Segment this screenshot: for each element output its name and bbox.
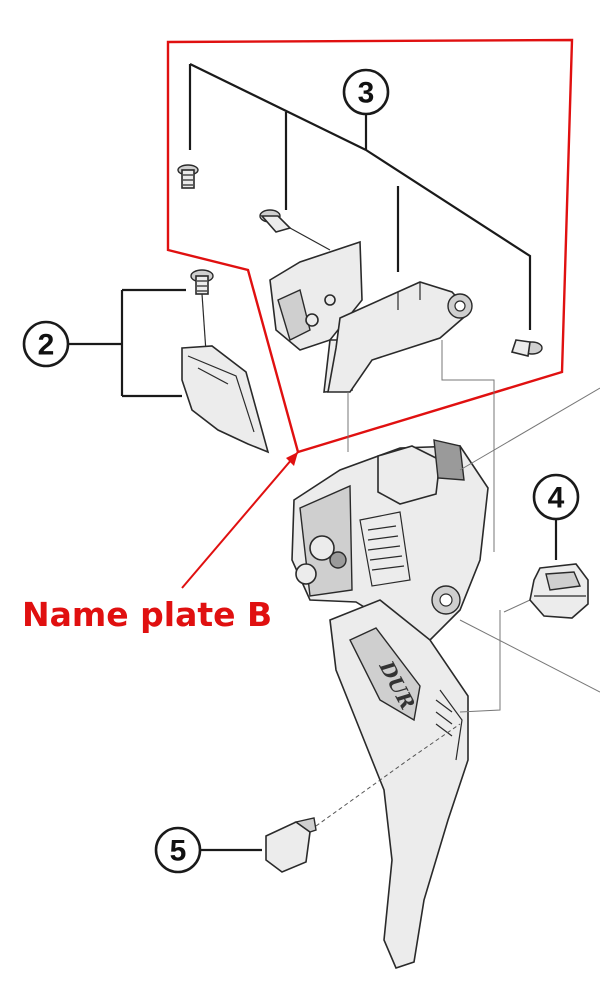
callout-2: 2 bbox=[22, 320, 70, 368]
name-plate-pointer-arrowhead bbox=[286, 452, 298, 466]
screw-top-left bbox=[177, 164, 199, 189]
shift-lever-body bbox=[291, 439, 489, 641]
callout-2-leader bbox=[68, 288, 186, 398]
callout-3: 3 bbox=[342, 68, 390, 116]
svg-text:5: 5 bbox=[170, 835, 187, 868]
callout-4: 4 bbox=[532, 473, 580, 521]
svg-text:2: 2 bbox=[38, 329, 55, 362]
svg-text:4: 4 bbox=[548, 482, 565, 515]
name-plate-b-label: Name plate B bbox=[22, 595, 272, 634]
cable-cover-part bbox=[529, 563, 589, 619]
brake-lever-blade: DUR bbox=[329, 599, 469, 969]
name-plate-screw bbox=[190, 269, 214, 353]
assembly-guide-lines bbox=[315, 340, 600, 827]
name-plate-pointer-line bbox=[181, 451, 299, 589]
name-plate-a bbox=[181, 345, 270, 454]
screw-right bbox=[510, 339, 543, 357]
reach-adjust-part bbox=[265, 817, 317, 873]
svg-text:3: 3 bbox=[358, 77, 375, 110]
callout-3-leader bbox=[188, 63, 532, 330]
callout-5: 5 bbox=[154, 826, 202, 874]
screw-middle bbox=[259, 209, 331, 251]
name-plate-b-bracket bbox=[269, 240, 473, 393]
